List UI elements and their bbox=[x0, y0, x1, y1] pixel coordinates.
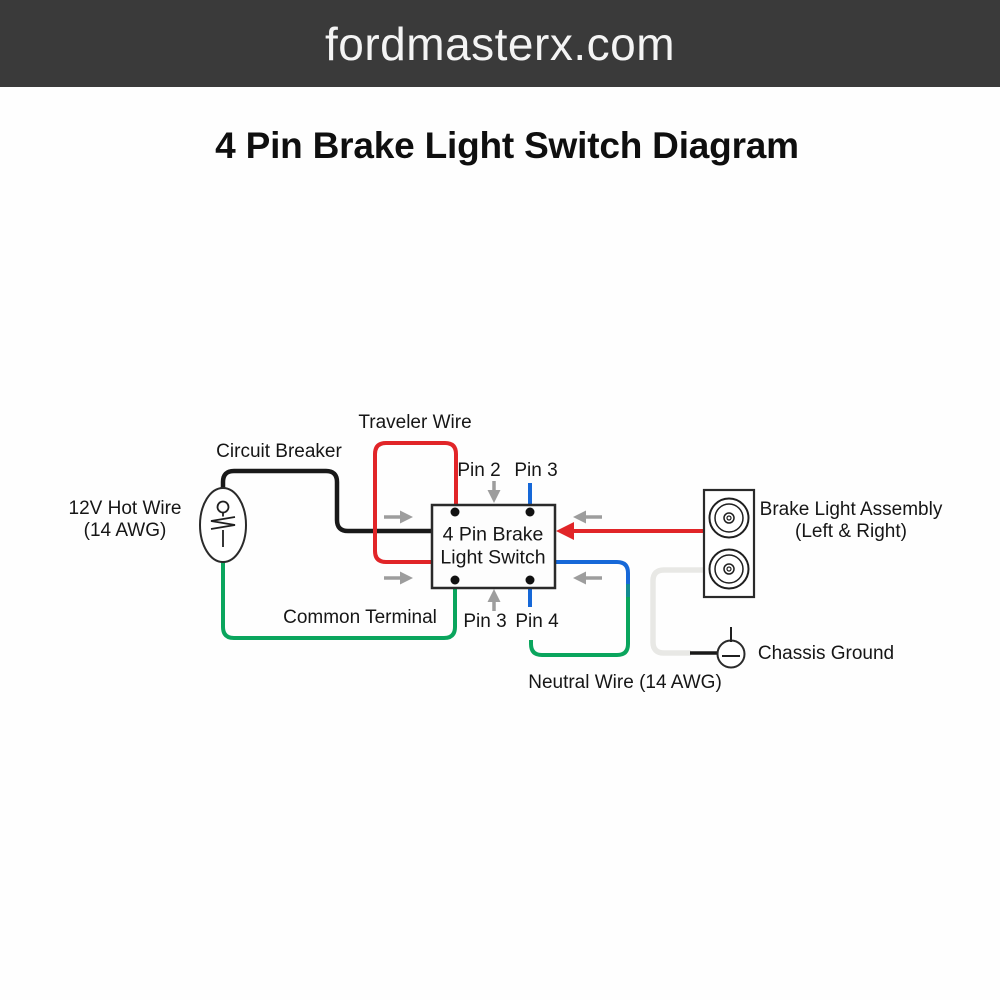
label-hot-wire-line1: 12V Hot Wire bbox=[68, 498, 182, 519]
switch-pin-bottom-left bbox=[450, 575, 460, 585]
switch-box bbox=[430, 503, 557, 590]
neutral-wire-blue-segment bbox=[555, 560, 630, 586]
flow-arrow-bottom-head bbox=[487, 589, 501, 602]
flow-arrows bbox=[384, 481, 602, 611]
switch-box-outline bbox=[430, 503, 557, 590]
lamp-top-hub bbox=[723, 512, 735, 524]
label-switch-line2: Light Switch bbox=[440, 546, 546, 568]
hot-wire-black bbox=[220, 468, 432, 534]
circuit-breaker-symbol bbox=[199, 487, 247, 563]
lamp-top-inner bbox=[714, 503, 744, 533]
label-pin3-bottom: Pin 3 bbox=[463, 611, 507, 632]
site-name: fordmasterx.com bbox=[324, 17, 676, 70]
label-brake-assembly-line2: (Left & Right) bbox=[795, 521, 907, 542]
ground-wire-white bbox=[650, 567, 704, 656]
assembly-outline bbox=[702, 488, 756, 599]
neutral-wire-green-segment bbox=[529, 597, 630, 657]
label-brake-assembly: Brake Light Assembly (Left & Right) bbox=[760, 499, 943, 543]
circuit-breaker-body bbox=[199, 487, 247, 563]
label-pin4-bottom: Pin 4 bbox=[515, 611, 559, 632]
label-chassis-ground: Chassis Ground bbox=[757, 643, 895, 664]
flow-arrow-right-top-head bbox=[573, 510, 586, 524]
label-circuit-breaker: Circuit Breaker bbox=[216, 441, 342, 462]
lamp-top-filament bbox=[726, 515, 732, 521]
lamp-bottom-outer bbox=[708, 548, 750, 590]
switch-pin-bottom-right bbox=[525, 575, 535, 585]
label-hot-wire-line2: (14 AWG) bbox=[83, 520, 167, 541]
lamp-top-outer bbox=[708, 497, 750, 539]
common-terminal-wire-green bbox=[221, 560, 457, 640]
breaker-coil-zigzag bbox=[210, 516, 236, 530]
label-pin3-top: Pin 3 bbox=[514, 460, 558, 481]
chassis-ground-symbol bbox=[690, 627, 746, 669]
traveler-wire-red bbox=[373, 441, 458, 564]
site-banner: fordmasterx.com bbox=[0, 0, 1000, 87]
label-neutral-wire: Neutral Wire (14 AWG) bbox=[528, 672, 722, 693]
page-title: 4 Pin Brake Light Switch Diagram bbox=[215, 125, 799, 166]
label-switch: 4 Pin Brake Light Switch bbox=[440, 524, 545, 569]
label-switch-line1: 4 Pin Brake bbox=[442, 523, 544, 546]
label-hot-wire: 12V Hot Wire (14 AWG) bbox=[69, 498, 182, 542]
brake-feed-arrowhead bbox=[556, 522, 574, 540]
lamp-bottom-inner bbox=[714, 554, 744, 584]
flow-arrow-left-top-head bbox=[400, 510, 413, 524]
brake-light-assembly bbox=[702, 488, 756, 599]
label-pin2-top: Pin 2 bbox=[457, 460, 501, 481]
flow-arrow-left-bottom-head bbox=[400, 571, 413, 585]
lamp-bottom-filament bbox=[726, 566, 732, 572]
flow-arrow-right-bottom-head bbox=[573, 571, 586, 585]
label-traveler-wire: Traveler Wire bbox=[358, 412, 472, 433]
flow-arrow-top-head bbox=[487, 490, 501, 503]
label-brake-assembly-line1: Brake Light Assembly bbox=[759, 499, 943, 520]
switch-pin-top-right bbox=[525, 507, 535, 517]
switch-pin-top-left bbox=[450, 507, 460, 517]
label-common-terminal: Common Terminal bbox=[283, 607, 437, 628]
ground-circle bbox=[716, 639, 746, 669]
lamp-bottom-hub bbox=[723, 563, 735, 575]
